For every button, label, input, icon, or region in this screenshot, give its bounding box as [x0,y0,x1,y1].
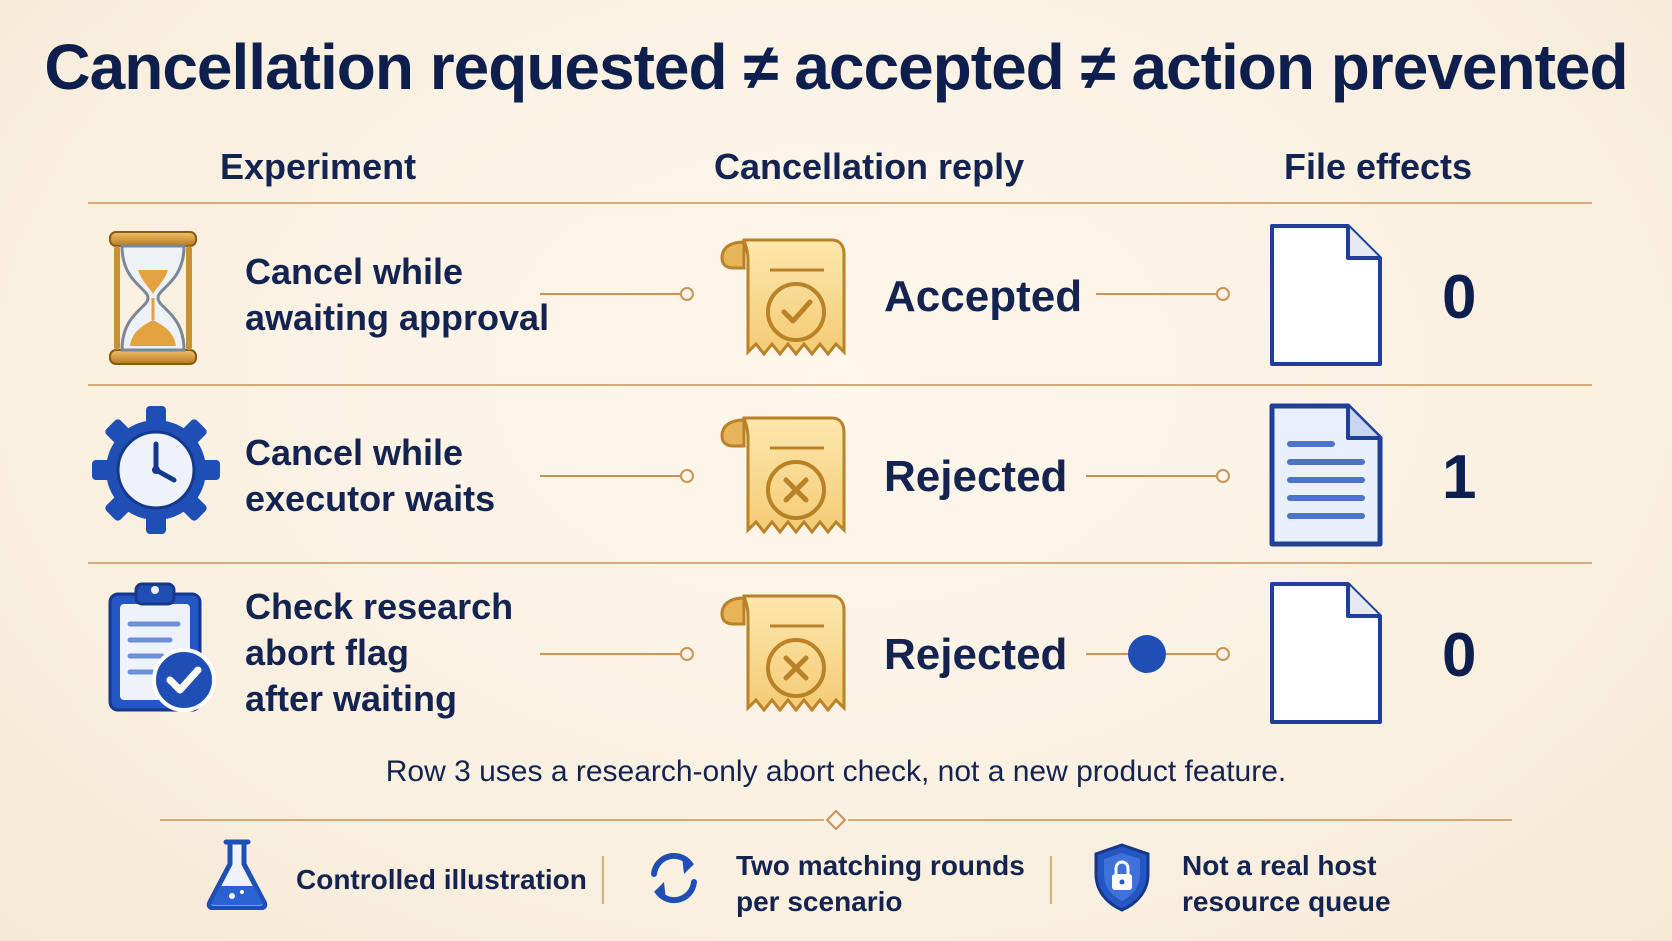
connector-line [540,469,694,483]
clipboard-check-icon [108,582,216,712]
header-divider [88,202,1592,204]
connector-line [1096,287,1230,301]
row-label-line: Cancel while [245,251,464,292]
clock-gear-icon [92,406,220,534]
file-effects-count: 1 [1442,443,1477,512]
reply-label: Rejected [884,452,1068,501]
column-header-experiment: Experiment [220,146,417,187]
footer-note-line: resource queue [1182,886,1391,917]
receipt-x-icon [720,416,846,535]
flask-icon [206,839,268,910]
refresh-icon [651,852,697,904]
footer-note: Not a real host resource queue [1182,848,1391,920]
row-label-line: Check research [245,586,514,627]
reply-label: Rejected [884,630,1068,679]
reply-label: Accepted [884,272,1083,321]
row-label: Cancel while awaiting approval [245,249,549,341]
blank-file-icon [1270,224,1382,366]
receipt-x-icon [720,594,846,713]
receipt-check-icon [720,238,846,357]
footer-note-line: per scenario [736,886,903,917]
file-effects-count: 0 [1442,621,1477,690]
column-header-effects: File effects [1284,146,1473,187]
footer-note-line: Not a real host [1182,850,1377,881]
row-divider [88,384,1592,386]
row-label-line: abort flag [245,632,410,673]
footer-note-line: Controlled illustration [296,864,587,895]
connector-line [540,287,694,301]
footer-note: Controlled illustration [296,862,587,898]
footer-separator [602,856,604,904]
connector-line [540,647,694,661]
row-label: Check research abort flag after waiting [245,584,513,722]
written-file-icon [1269,403,1383,547]
connector-line-blocked [1086,635,1230,673]
column-header-reply: Cancellation reply [714,146,1025,187]
footer-note-line: Two matching rounds [736,850,1025,881]
ornament-divider [160,810,1512,830]
row-label-line: executor waits [245,478,496,519]
row-label-line: after waiting [245,678,458,719]
row-divider [88,562,1592,564]
row-label: Cancel while executor waits [245,430,495,522]
blank-file-icon [1270,582,1382,724]
hourglass-icon [109,231,197,365]
footnote: Row 3 uses a research-only abort check, … [385,755,1287,788]
page-title: Cancellation requested ≠ accepted ≠ acti… [44,31,1628,103]
row-label-line: Cancel while [245,432,464,473]
file-effects-count: 0 [1442,263,1477,332]
shield-lock-icon [1094,843,1150,912]
footer-separator [1050,856,1052,904]
connector-line [1086,469,1230,483]
footer-note: Two matching rounds per scenario [736,848,1025,920]
row-label-line: awaiting approval [245,297,550,338]
blocking-dot [1128,635,1166,673]
